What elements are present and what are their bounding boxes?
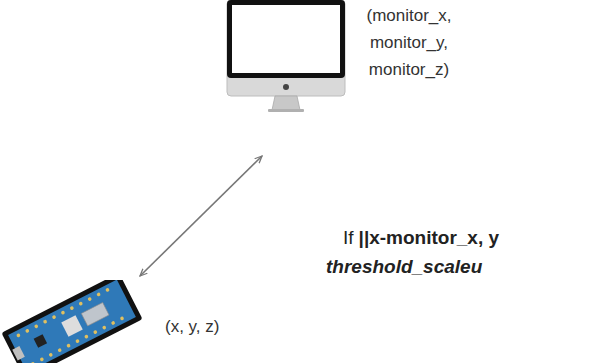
board-usb: [12, 346, 25, 360]
board-chip: [34, 334, 47, 347]
condition-text: If: [343, 227, 354, 249]
board-outline: [1, 280, 142, 363]
threshold-text: threshold_scaleu: [326, 256, 482, 278]
coordinate-label: (monitor_x, monitor_y, monitor_z): [353, 2, 465, 83]
monitor-illustration: [225, 0, 350, 115]
monitor-body: [227, 0, 345, 96]
monitor-foot: [268, 109, 304, 112]
computer-node: (monitor_x, monitor_y, monitor_z): [225, 0, 470, 150]
monitor-stand: [272, 96, 300, 110]
board-radio: [81, 303, 109, 326]
board-module: [61, 315, 83, 337]
monitor-bezel: [227, 0, 345, 78]
board-pins: [16, 288, 124, 363]
board-pcb: [8, 280, 136, 363]
monitor-screen: [232, 5, 340, 73]
board-illustration: [0, 280, 150, 363]
monitor-logo: [283, 84, 289, 90]
board-node: (x, y, z): [0, 280, 230, 363]
link-arrow: [140, 156, 262, 276]
coordinate-label: (x, y, z): [165, 316, 227, 338]
condition-expression: ||x-monitor_x, y: [359, 227, 500, 249]
